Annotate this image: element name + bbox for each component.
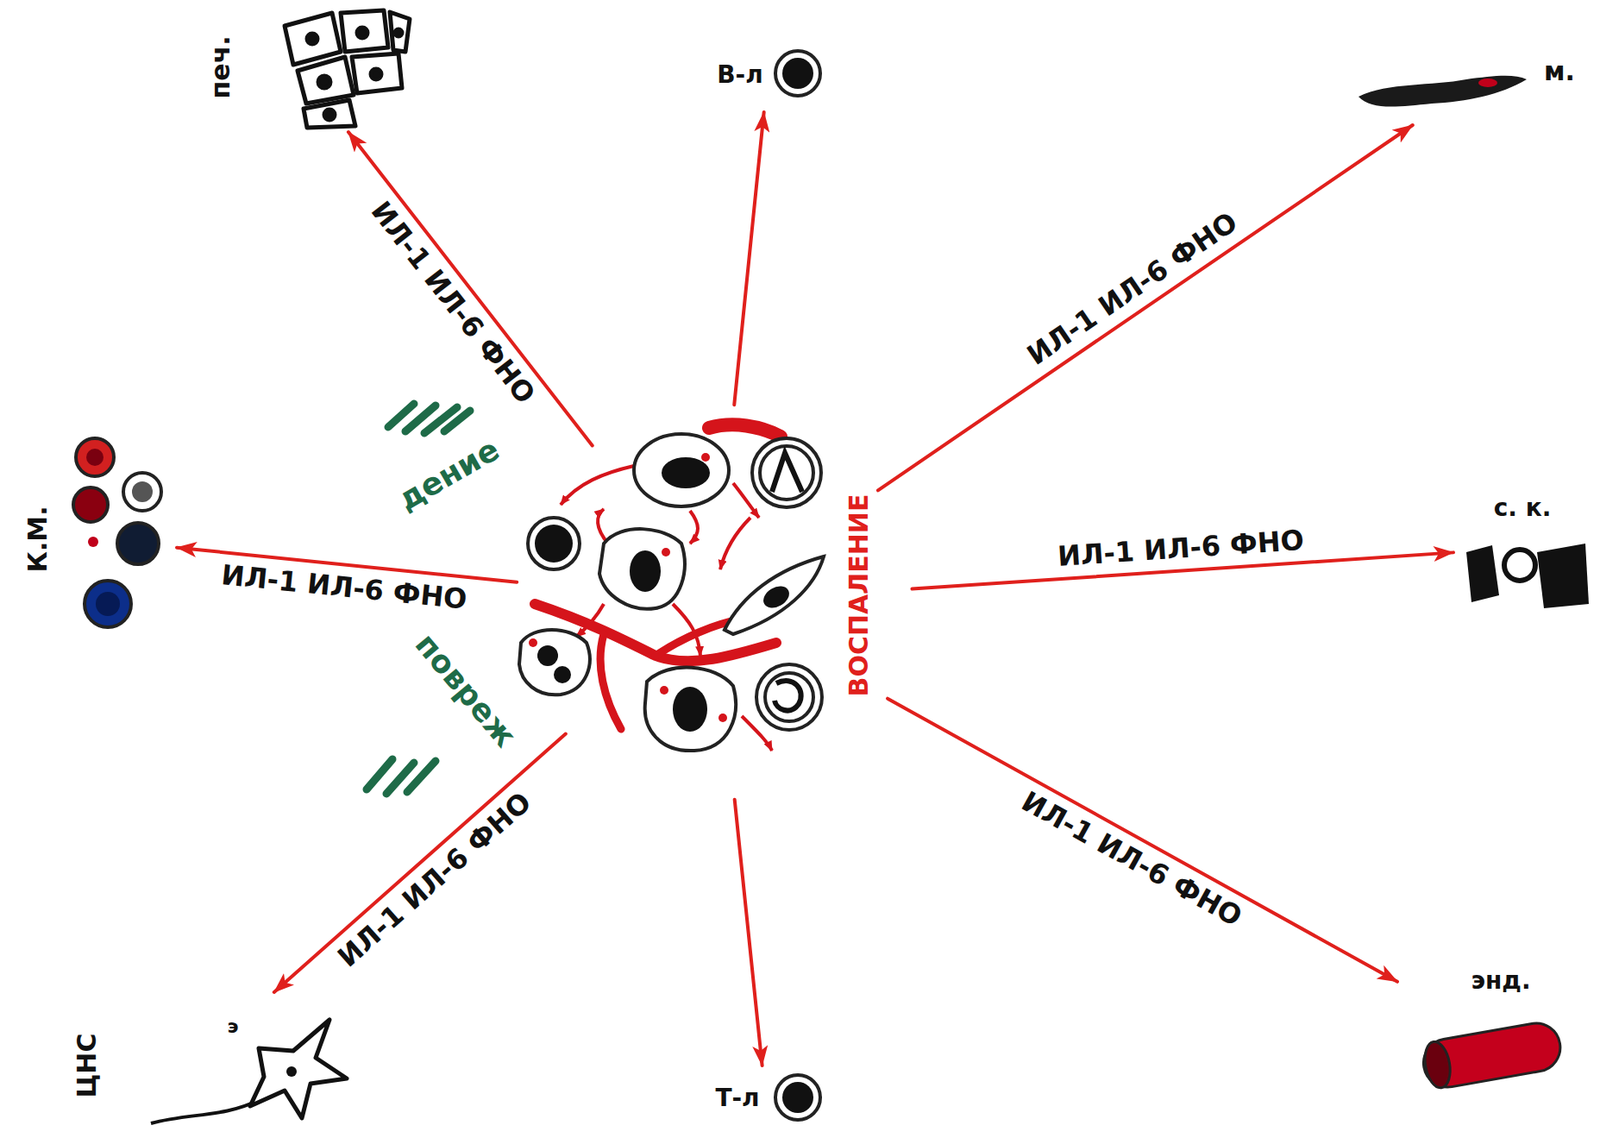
b-lymphocyte-icon [775,50,821,96]
cytokine-label: ИЛ-1 ИЛ-6 ФНО [1011,783,1252,936]
b-lymphocyte-node: В-л [707,38,829,113]
cytokine-label: ИЛ-1 ИЛ-6 ФНО [361,191,545,415]
muscle-icon [1358,75,1527,107]
cytokine-arrow [348,131,593,446]
node-label: с. к. [1493,495,1552,522]
node-label: В-л [716,62,763,89]
node-label: повреж [408,627,523,754]
cytokine-label: ИЛ-1 ИЛ-6 ФНО [1017,203,1249,376]
node-label: ВОСПАЛЕНИЕ [844,494,873,697]
cns-node: ЦНС э [47,991,346,1130]
cytokine-arrow [274,734,566,992]
joint-icon [1466,543,1589,609]
node-label: дение [392,432,506,517]
vessel-icon [1419,1019,1564,1092]
inflammation-cluster [519,424,824,751]
cytokine-label: ИЛ-1 ИЛ-6 ФНО [214,558,474,616]
node-label: К.М. [23,505,52,572]
cytokine-label: ИЛ-1 ИЛ-6 ФНО [327,782,542,977]
node-label: Т-л [715,1085,760,1112]
inflammation-node: повреждениеВОСПАЛЕНИЕ [515,403,913,801]
cytokine-arrow [734,112,764,405]
liver-node: печ. [185,6,415,132]
t-lymphocyte-icon [775,1074,821,1120]
muscle-node: м. [1345,51,1588,126]
node-label: э [226,1016,239,1037]
joint-node: с. к. [1453,487,1592,609]
bone-marrow-cells [73,438,162,628]
neuron-icon [150,1019,347,1124]
t-lymphocyte-node: Т-л [707,1065,824,1130]
cytokine-arrow [887,698,1398,982]
cytokine-arrow [734,799,763,1066]
cytokine-arrow [878,125,1413,490]
node-label: ЦНС [72,1033,101,1099]
node-label: м. [1543,56,1575,86]
bone-marrow-node: К.М. [12,426,177,652]
node-label: печ. [206,35,235,99]
endothelium-node: энд. [1397,961,1583,1105]
node-label: энд. [1470,967,1531,995]
liver-icon [284,10,410,128]
